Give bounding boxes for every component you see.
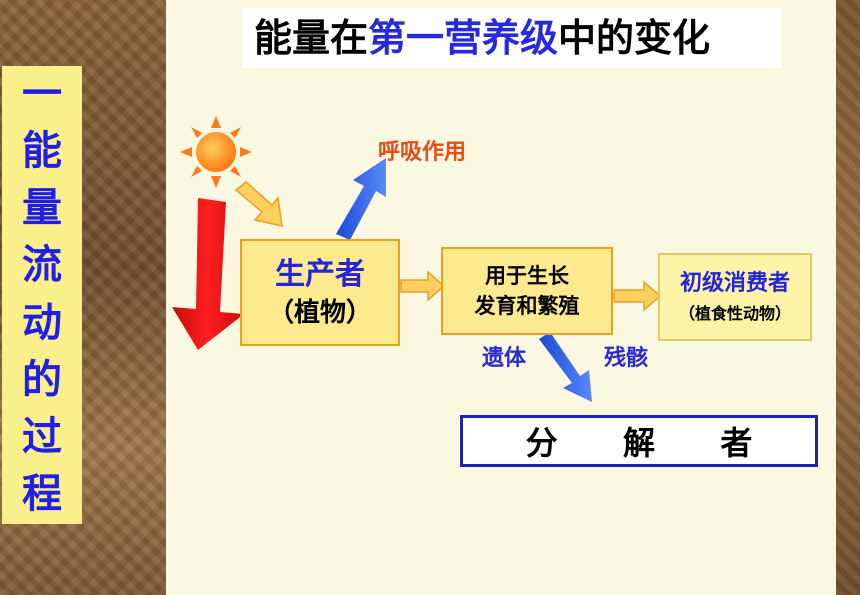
growth-line-1: 用于生长 — [485, 264, 569, 288]
side-char: 的 — [22, 356, 62, 403]
growth-line-2: 发育和繁殖 — [474, 294, 580, 318]
side-char: 过 — [22, 413, 62, 460]
sun-icon — [180, 116, 252, 188]
sunlight-arrow — [234, 181, 283, 227]
slide-title: 能量在第一营养级中的变化 — [242, 8, 782, 68]
red-down-arrow — [172, 198, 244, 350]
producer-title: 生产者 — [275, 256, 365, 292]
respiration-label: 呼吸作用 — [378, 140, 467, 165]
side-char: 一 — [22, 71, 62, 117]
side-char: 动 — [22, 299, 62, 346]
primary-consumer-box: 初级消费者 （植食性动物） — [658, 253, 812, 341]
side-char: 能 — [22, 128, 62, 175]
decomposer-box: 分 解 者 — [460, 415, 818, 467]
side-char: 流 — [22, 242, 62, 289]
title-highlight: 第一营养级 — [368, 16, 559, 60]
producer-to-growth-arrow — [400, 270, 446, 302]
growth-box: 用于生长 发育和繁殖 — [441, 247, 613, 335]
decomposer-char: 解 — [622, 424, 655, 462]
side-char: 量 — [22, 185, 62, 232]
remains-label: 遗体 — [482, 346, 527, 371]
side-section-label: 一 能 量 流 动 的 过 程 — [2, 66, 82, 524]
consumer-subtitle: （植食性动物） — [678, 304, 791, 323]
to-decomposer-arrow — [539, 332, 592, 402]
respiration-arrow — [336, 158, 386, 240]
carcass-label: 残骸 — [604, 346, 649, 371]
decomposer-char: 者 — [720, 424, 753, 462]
producer-box: 生产者 （植物） — [240, 239, 400, 346]
producer-subtitle: （植物） — [267, 297, 372, 328]
side-char: 程 — [22, 470, 62, 517]
title-part-1: 能量在 — [254, 16, 369, 60]
background-right-strip — [836, 0, 860, 595]
growth-to-consumer-arrow — [613, 280, 662, 312]
title-part-3: 中的变化 — [558, 16, 711, 60]
decomposer-char: 分 — [525, 424, 558, 462]
consumer-title: 初级消费者 — [679, 271, 790, 296]
